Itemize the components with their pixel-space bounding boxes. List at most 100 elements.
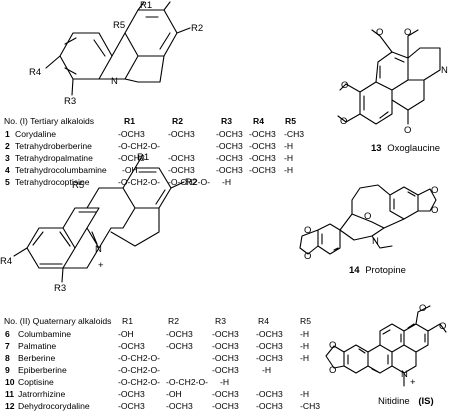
quaternary-row-6-r3: -OCH3 — [212, 329, 239, 339]
oxoglaucine-o1: O — [376, 27, 383, 38]
tertiary-row-4-r5: -H — [284, 165, 293, 175]
protopine-carbonyl-o: O — [364, 211, 371, 222]
tertiary-row-4: 4 Tetrahydrocolumbamine -OH -OCH3 -OCH3 … — [5, 165, 293, 175]
quaternary-row-11-name: Jatrorrhizine — [18, 389, 66, 399]
tertiary-row-2-r1: -O-CH2-O- — [118, 141, 160, 151]
tertiary-row-3-no: 3 — [5, 153, 10, 163]
tertiary-row-5-r1: -O-CH2-O- — [118, 177, 160, 187]
tertiary-row-4-no: 4 — [5, 165, 10, 175]
quaternary-row-6-name: Columbamine — [18, 329, 71, 339]
tertiary-row-3-r5: -H — [284, 153, 293, 163]
tertiary-r1-label: R1 — [140, 0, 152, 11]
tertiary-row-4-r3: -OCH3 — [216, 165, 243, 175]
oxoglaucine-o4: O — [341, 80, 348, 91]
nitidine-structure: O O O O N + Nitidine (IS) — [325, 303, 447, 407]
nitidine-tag: (IS) — [418, 396, 433, 407]
quaternary-row-11-r3: -OCH3 — [212, 389, 239, 399]
quaternary-row-12-r5: -CH3 — [300, 401, 320, 411]
nitidine-bonds — [325, 305, 447, 387]
quaternary-header-r1: R1 — [122, 316, 133, 326]
tertiary-row-4-name: Tetrahydrocolumbamine — [15, 165, 107, 175]
tertiary-row-1-r2: -OCH3 — [168, 129, 195, 139]
quaternary-row-8-name: Berberine — [18, 353, 55, 363]
tertiary-row-4-r1: -OH — [122, 165, 138, 175]
quaternary-row-7-no: 7 — [5, 341, 10, 351]
quaternary-row-11-r4: -OCH3 — [256, 389, 283, 399]
protopine-o3: O — [304, 225, 311, 236]
tertiary-row-4-r2: -OCH3 — [168, 165, 195, 175]
quaternary-row-8-no: 8 — [5, 353, 10, 363]
tertiary-header-r4: R4 — [253, 116, 264, 126]
quaternary-header-r4: R4 — [258, 316, 269, 326]
tertiary-row-2-r3: -OCH3 — [216, 141, 243, 151]
quaternary-row-9-no: 9 — [5, 365, 10, 375]
quaternary-row-11-r2: -OH — [166, 389, 182, 399]
tertiary-row-1-r4: -OCH3 — [249, 129, 276, 139]
nitidine-o1: O — [329, 340, 336, 351]
tertiary-row-5-no: 5 — [5, 177, 10, 187]
quaternary-skeleton: R1 R2 R5 R4 R3 N + — [0, 152, 197, 294]
nitidine-caption: Nitidine (IS) — [378, 396, 434, 407]
tertiary-row-3-r1: -OCH3 — [118, 153, 145, 163]
protopine-o1: O — [431, 185, 438, 196]
protopine-structure: O N O O O O 14 Protopine — [299, 184, 438, 276]
tertiary-header-r2: R2 — [172, 116, 183, 126]
quaternary-ring-bonds — [13, 157, 185, 283]
quaternary-row-11-no: 11 — [5, 389, 14, 399]
oxoglaucine-o3: O — [340, 116, 347, 127]
quaternary-row-8-r3: -OCH3 — [212, 353, 239, 363]
quaternary-row-10-r1: -O-CH2-O- — [118, 377, 160, 387]
quaternary-row-10-r2: -O-CH2-O- — [166, 377, 208, 387]
tertiary-row-2: 2 Tetrahydroberberine -O-CH2-O- -OCH3 -O… — [5, 141, 293, 151]
quaternary-row-8-r1: -O-CH2-O- — [118, 353, 160, 363]
quaternary-row-10-r3: -H — [220, 377, 229, 387]
tertiary-header-r5: R5 — [285, 116, 296, 126]
quaternary-row-8-r4: -OCH3 — [256, 353, 283, 363]
tertiary-row-2-r5: -H — [284, 141, 293, 151]
quaternary-row-9-r1: -O-CH2-O- — [118, 365, 160, 375]
tertiary-row-3-r4: -OCH3 — [249, 153, 276, 163]
quaternary-row-10-no: 10 — [5, 377, 15, 387]
nitidine-charge: + — [410, 377, 416, 388]
nitidine-o2: O — [329, 365, 336, 376]
quaternary-row-8: 8 Berberine -O-CH2-O- -OCH3 -OCH3 -H — [5, 353, 309, 363]
tertiary-row-2-no: 2 — [5, 141, 10, 151]
tertiary-row-4-r4: -OCH3 — [249, 165, 276, 175]
quaternary-row-9-r3: -OCH3 — [212, 365, 239, 375]
quaternary-row-12-r1: -OCH3 — [118, 401, 145, 411]
quaternary-row-6-r1: -OH — [118, 329, 134, 339]
protopine-o4: O — [304, 251, 311, 262]
quaternary-row-7-r3: -OCH3 — [212, 341, 239, 351]
quaternary-row-11-r1: -OCH3 — [118, 389, 145, 399]
nitidine-o3: O — [419, 303, 426, 314]
oxoglaucine-bonds — [337, 29, 441, 125]
quaternary-header-title: No. (II) Quaternary alkaloids — [4, 316, 111, 326]
quaternary-row-7: 7 Palmatine -OCH3 -OCH3 -OCH3 -OCH3 -H — [5, 341, 309, 351]
quaternary-row-12-r3: -OCH3 — [212, 401, 239, 411]
quaternary-row-6-r4: -OCH3 — [256, 329, 283, 339]
quaternary-row-6-r5: -H — [300, 329, 309, 339]
tertiary-row-2-name: Tetrahydroberberine — [15, 141, 92, 151]
tertiary-row-5-name: Tetrahydrocoptisine — [15, 177, 90, 187]
quaternary-row-9-r4: -H — [262, 365, 271, 375]
quaternary-r3-label: R3 — [54, 283, 66, 294]
quaternary-row-12-name: Dehydrocorydaline — [18, 401, 90, 411]
quaternary-header-r2: R2 — [168, 316, 179, 326]
tertiary-row-3-name: Tetrahydropalmatine — [15, 153, 93, 163]
quaternary-header-r5: R5 — [300, 316, 311, 326]
tertiary-r3-label: R3 — [64, 96, 76, 107]
tertiary-table: No. (I) Tertiary alkaloids R1 R2 R3 R4 R… — [4, 116, 304, 187]
oxoglaucine-n-label: N — [441, 65, 448, 76]
oxoglaucine-o2: O — [404, 27, 411, 38]
oxoglaucine-name: Oxoglaucine — [387, 143, 440, 154]
nitidine-name: Nitidine — [378, 396, 410, 407]
quaternary-row-10: 10 Coptisine -O-CH2-O- -O-CH2-O- -H — [5, 377, 229, 387]
quaternary-row-8-r5: -H — [300, 353, 309, 363]
quaternary-row-7-name: Palmatine — [18, 341, 56, 351]
quaternary-row-7-r2: -OCH3 — [166, 341, 193, 351]
tertiary-r4-label: R4 — [29, 67, 41, 78]
tertiary-row-3-r3: -OCH3 — [216, 153, 243, 163]
quaternary-row-10-name: Coptisine — [18, 377, 54, 387]
tertiary-row-3-r2: -OCH3 — [168, 153, 195, 163]
